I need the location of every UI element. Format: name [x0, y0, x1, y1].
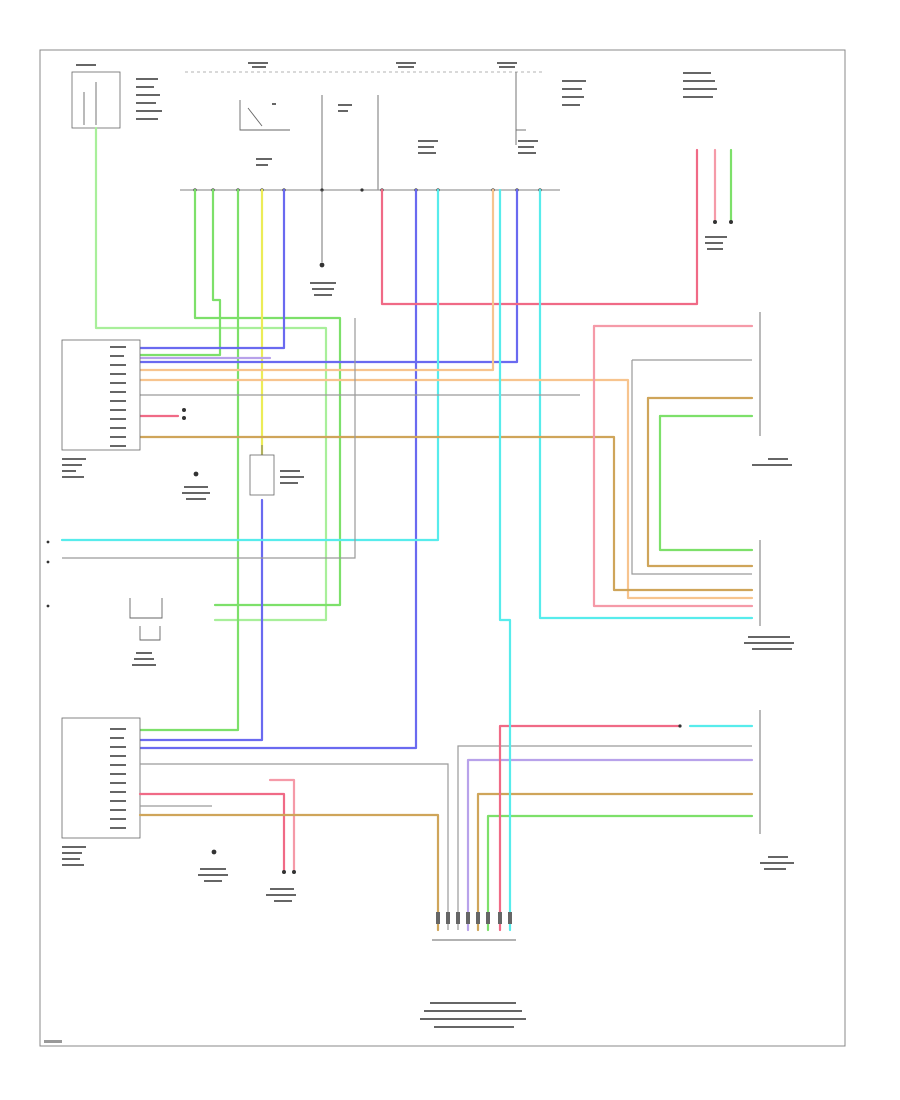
wire-tan-3 — [646, 396, 754, 568]
left-module-upper — [61, 339, 141, 451]
top-right-connector-label — [705, 236, 727, 250]
wire-green-right-2 — [658, 414, 754, 552]
ground-label-top — [310, 282, 336, 296]
switch-label — [132, 652, 156, 666]
page-code-mark — [44, 1040, 62, 1043]
ground-point-mid — [193, 471, 199, 477]
wire-red-lower — [138, 792, 286, 872]
wire-blue-1 — [138, 188, 286, 350]
ground-point-lower — [211, 849, 217, 855]
diagram-frame — [39, 49, 846, 1047]
left-module-lower-pins — [110, 728, 126, 829]
wire-green-connector-1 — [193, 188, 342, 607]
wire-cyan-1 — [60, 188, 440, 542]
wire-tan-lower-2 — [476, 792, 754, 932]
left-module-upper-pins — [110, 346, 126, 447]
wire-green-lower — [486, 814, 754, 932]
left-module-lower — [61, 717, 141, 839]
wire-blue-4 — [138, 188, 519, 364]
wire-gray-3 — [631, 360, 752, 575]
relay-switch-symbol — [239, 100, 290, 131]
wire-orange-2 — [138, 188, 495, 372]
wire-green-left-main — [94, 126, 328, 622]
mid-relay-label — [280, 470, 304, 484]
wire-pink-lower — [268, 778, 296, 872]
wire-tan-lower — [138, 813, 440, 932]
ground-label-mid — [182, 486, 210, 500]
wire-gray-lower-1 — [140, 763, 449, 930]
lower-joint-label — [266, 888, 296, 902]
right-connector-mid-label — [744, 636, 794, 650]
bottom-connector-label — [420, 1002, 526, 1028]
bus-labels — [248, 62, 517, 68]
wire-green-connector-2 — [138, 188, 222, 357]
wire-violet-lower — [466, 758, 754, 932]
top-right-label — [683, 72, 717, 98]
wire-blue-2 — [138, 498, 264, 742]
bottom-connector-pins — [436, 912, 512, 924]
left-module-lower-label — [62, 846, 86, 866]
left-module-upper-label — [62, 458, 86, 478]
wire-cyan-2 — [538, 188, 754, 620]
wire-green-connector-3 — [138, 188, 240, 732]
ground-label-lower — [198, 868, 228, 882]
left-edge-marks — [46, 540, 50, 608]
right-connector-bottom-label — [760, 856, 794, 870]
wire-cyan-lower-1 — [498, 188, 512, 932]
wire-pink-2 — [592, 324, 754, 608]
wire-gray-lower-2 — [457, 745, 752, 930]
switch-symbol — [129, 598, 163, 641]
relay-labels — [256, 80, 586, 166]
wire-tan-1 — [138, 435, 754, 592]
right-connector-top-label — [752, 458, 792, 466]
top-left-label — [76, 64, 162, 120]
ground-point-top — [319, 262, 325, 268]
wire-gray-4 — [62, 318, 356, 559]
wire-red-lower-2 — [498, 724, 682, 932]
wire-orange-1 — [138, 378, 754, 600]
mid-relay — [249, 454, 275, 496]
wire-blue-3 — [138, 188, 418, 750]
